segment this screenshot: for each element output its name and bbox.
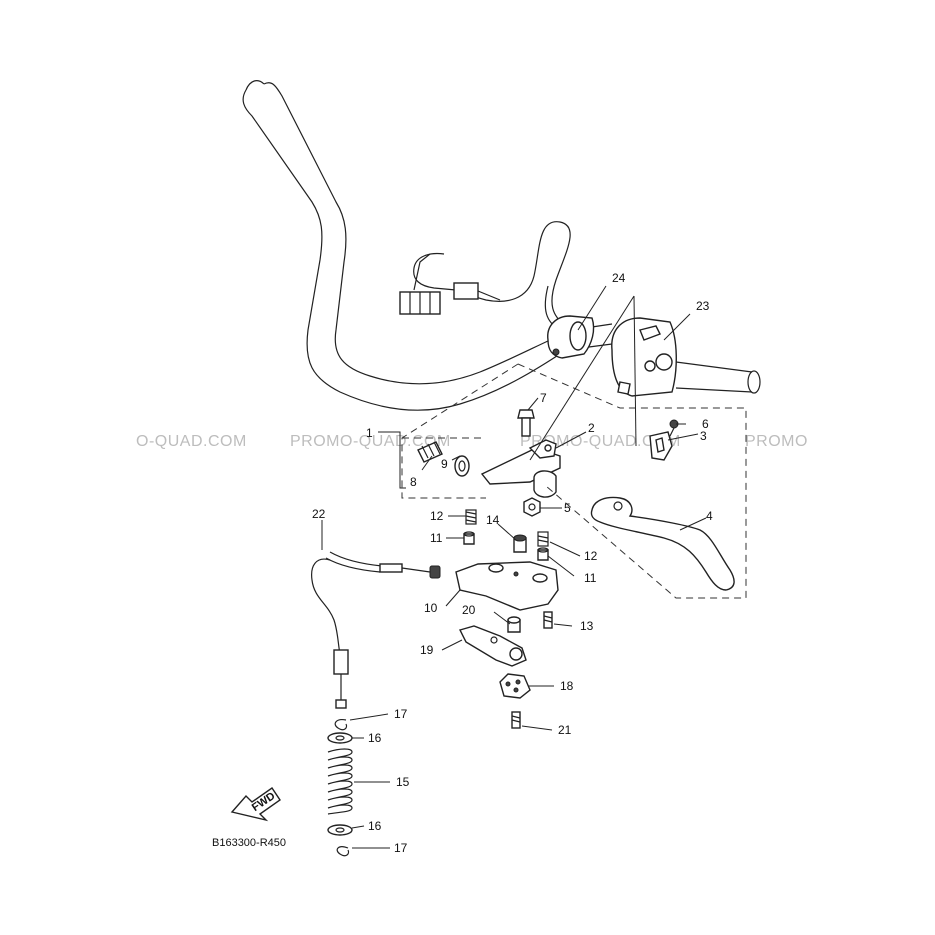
callout-17-upper: 17 <box>394 707 408 721</box>
part-14-pin <box>513 534 527 553</box>
callout-4: 4 <box>706 509 713 523</box>
callout-17-lower: 17 <box>394 841 408 855</box>
part-10-holder <box>455 561 559 611</box>
leader-lines <box>321 285 707 849</box>
diagram-code: B163300-R450 <box>212 837 286 849</box>
part-16-washer-b <box>327 824 353 836</box>
callout-16-upper: 16 <box>368 731 382 745</box>
callout-16-lower: 16 <box>368 819 382 833</box>
callout-13: 13 <box>580 619 594 633</box>
watermark-1: O-QUAD.COM <box>136 433 247 450</box>
callout-11-left: 11 <box>430 531 443 545</box>
callout-12-left: 12 <box>430 509 444 523</box>
callout-12-right: 12 <box>584 549 598 563</box>
callout-numbers: 24 23 7 6 3 2 1 8 9 4 5 12 11 14 12 11 1… <box>312 271 713 855</box>
callout-11-right: 11 <box>584 571 597 585</box>
part-11-bushing-a <box>463 531 475 545</box>
watermark-4: PROMO <box>745 433 808 450</box>
callout-23: 23 <box>696 299 710 313</box>
part-15-spring <box>327 748 353 815</box>
callout-22: 22 <box>312 507 326 521</box>
part-17-clip-b <box>336 846 350 857</box>
callout-18: 18 <box>560 679 574 693</box>
part-16-washer-a <box>327 732 353 744</box>
part-17-clip-a <box>334 719 348 731</box>
callout-21: 21 <box>558 723 572 737</box>
callout-3: 3 <box>700 429 707 443</box>
callout-5: 5 <box>564 501 571 515</box>
watermark-2: PROMO-QUAD.COM <box>290 433 451 450</box>
callout-9: 9 <box>441 457 448 471</box>
part-12-spring-a <box>465 509 477 525</box>
callout-24: 24 <box>612 271 626 285</box>
part-4-lever <box>590 496 735 591</box>
callout-7: 7 <box>540 391 547 405</box>
part-12-spring-b <box>537 531 549 547</box>
part-11-bushing-b <box>537 547 549 561</box>
callout-2: 2 <box>588 421 595 435</box>
part-21-screw <box>511 711 521 729</box>
callout-1: 1 <box>366 426 373 440</box>
assembly-outline <box>401 363 747 599</box>
part-9-locknut <box>454 455 470 477</box>
handlebar <box>242 80 761 411</box>
part-22-cable <box>311 551 441 709</box>
switch-wiring <box>399 221 571 331</box>
callout-20: 20 <box>462 603 476 617</box>
callout-15: 15 <box>396 775 410 789</box>
part-19-arm <box>458 625 527 667</box>
part-24-clamp <box>547 315 595 359</box>
part-23-switch-housing <box>611 317 677 397</box>
part-2-bracket <box>480 439 561 498</box>
callout-14: 14 <box>486 513 500 527</box>
callout-19: 19 <box>420 643 434 657</box>
watermark-layer: O-QUAD.COM PROMO-QUAD.COM PROMO-QUAD.COM… <box>136 433 808 450</box>
part-13-screw <box>543 611 553 629</box>
part-5-nut <box>523 497 541 517</box>
part-8-adjuster <box>417 441 443 463</box>
fwd-arrow-icon: FWD <box>230 787 281 822</box>
connector-small <box>453 282 479 300</box>
callout-8: 8 <box>410 475 417 489</box>
callout-6: 6 <box>702 417 709 431</box>
part-20-collar <box>507 616 521 633</box>
callout-10: 10 <box>424 601 438 615</box>
part-3-switch <box>649 431 673 461</box>
part-18-plate <box>499 673 531 699</box>
